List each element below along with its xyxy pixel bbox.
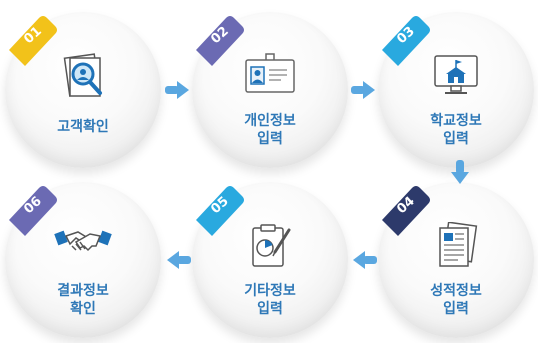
step-label-line2: 확인: [70, 301, 96, 317]
arrow-left-icon: [351, 249, 377, 271]
school-monitor-icon: [434, 55, 478, 94]
step-label-line1: 학교정보: [430, 113, 482, 129]
step-number-tag: [9, 16, 57, 66]
step-1: 01 고객확인: [5, 12, 161, 168]
step-number-tag: [382, 16, 430, 66]
chart-clipboard-icon: [252, 224, 291, 267]
step-label-line2: 입력: [443, 131, 469, 147]
step-number-tag: [196, 16, 244, 66]
step-label: 고객확인: [57, 119, 109, 135]
arrow-right-icon: [351, 79, 377, 101]
arrow-down-icon: [449, 160, 471, 186]
step-3: 03 학교정보 입력: [378, 12, 534, 168]
report-documents-icon: [439, 222, 478, 267]
magnifier-document-icon: [63, 53, 102, 97]
id-card-icon: [245, 53, 295, 93]
arrow-right-icon: [165, 79, 191, 101]
step-label-line1: 결과정보: [57, 283, 109, 299]
step-number-tag: [196, 186, 244, 236]
arrow-left-icon: [165, 249, 191, 271]
step-number-tag: [382, 186, 430, 236]
step-2: 02 개인정보 입력: [192, 12, 348, 168]
step-label-line2: 입력: [257, 301, 283, 317]
step-label-line1: 성적정보: [430, 283, 482, 299]
step-6: 06 결과정보 확인: [5, 182, 161, 338]
handshake-icon: [54, 230, 112, 252]
step-label-line1: 기타정보: [244, 283, 296, 299]
step-number-tag: [9, 186, 57, 236]
step-5: 05 기타정보 입력: [192, 182, 348, 338]
step-label-line2: 입력: [443, 301, 469, 317]
step-4: 04 성적정보 입력: [378, 182, 534, 338]
step-label-line2: 입력: [257, 131, 283, 147]
step-label-line1: 개인정보: [244, 113, 296, 129]
